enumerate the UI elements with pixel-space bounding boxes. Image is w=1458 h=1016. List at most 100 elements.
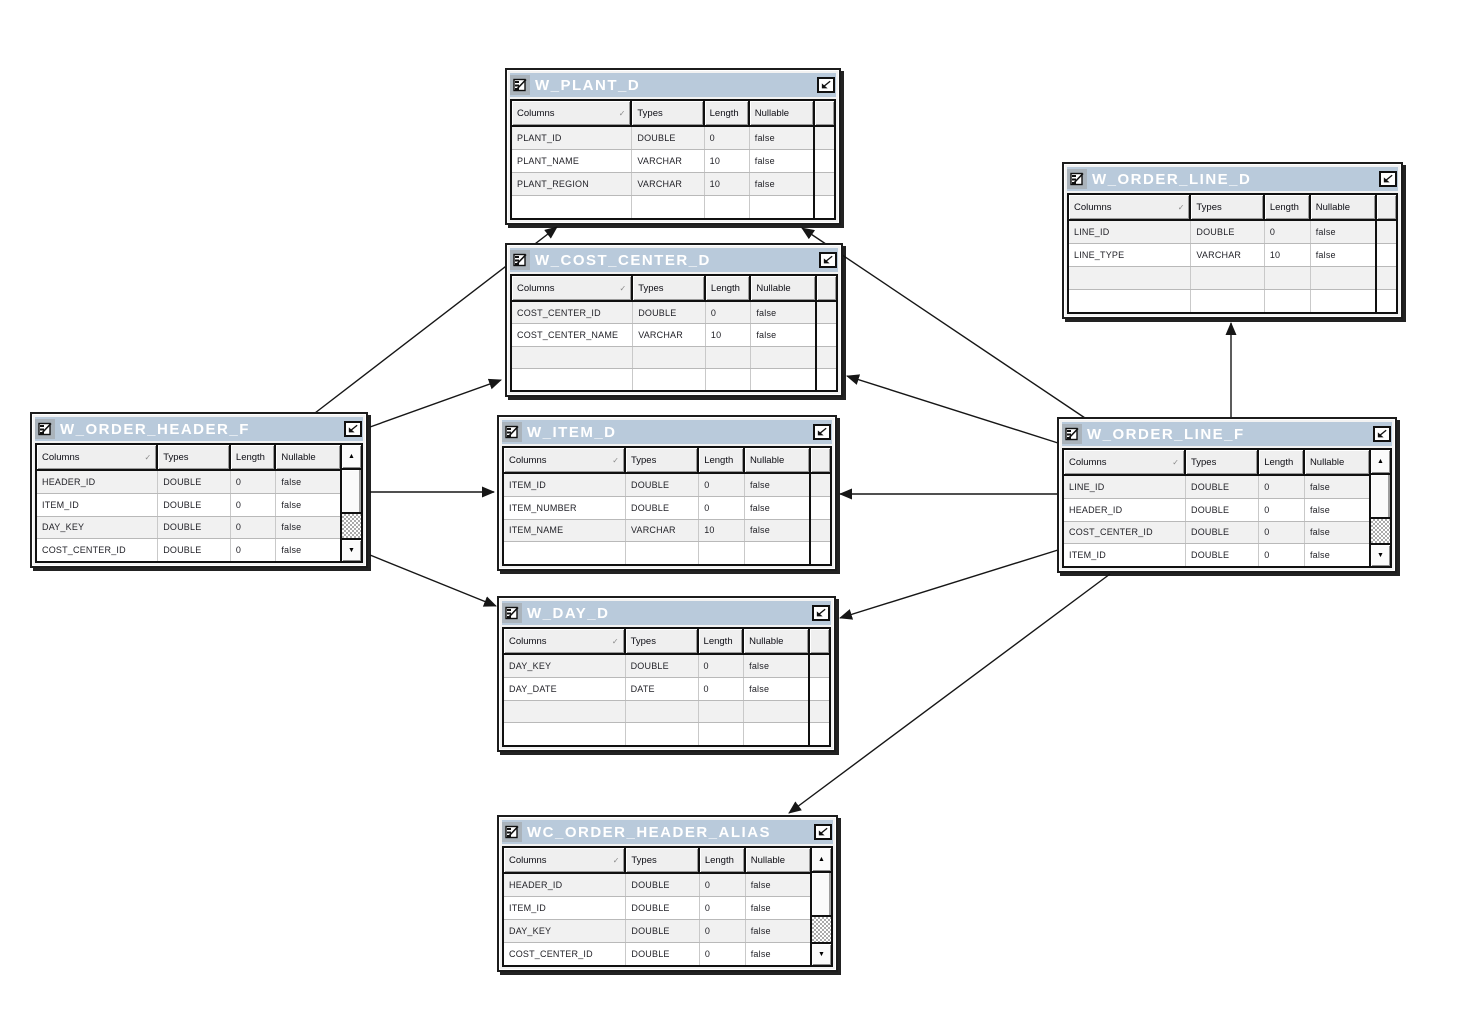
- column-header-nullable[interactable]: Nullable: [745, 848, 810, 872]
- vertical-scrollbar[interactable]: ▲▼: [1369, 450, 1390, 566]
- restore-button[interactable]: [819, 252, 837, 268]
- table-titlebar[interactable]: W_PLANT_D: [510, 73, 836, 97]
- restore-button[interactable]: [812, 605, 830, 621]
- column-header-nullable[interactable]: Nullable: [751, 276, 815, 300]
- column-header-types[interactable]: Types: [625, 629, 699, 653]
- nullable-cell: false: [1315, 227, 1336, 237]
- column-header-length[interactable]: Length: [699, 848, 746, 872]
- scroll-down-button[interactable]: ▼: [1371, 543, 1390, 566]
- scrollbar-thumb[interactable]: [342, 470, 361, 514]
- scroll-up-button[interactable]: ▲: [1371, 450, 1390, 475]
- column-header-length[interactable]: Length: [704, 101, 750, 125]
- length-cell: 0: [231, 493, 277, 516]
- scrollbar-thumb[interactable]: [812, 873, 831, 917]
- column-header-types[interactable]: Types: [1191, 195, 1265, 219]
- scroll-up-button[interactable]: ▲: [812, 848, 831, 873]
- table-titlebar[interactable]: W_ORDER_LINE_D: [1067, 167, 1398, 191]
- scrollbar-track[interactable]: [342, 514, 361, 538]
- scroll-down-button[interactable]: ▼: [812, 942, 831, 965]
- column-header-columns[interactable]: Columns✓: [512, 276, 634, 300]
- column-header-nullable[interactable]: Nullable: [749, 101, 813, 125]
- column-header-columns[interactable]: Columns✓: [37, 445, 159, 469]
- column-header-columns[interactable]: Columns✓: [1064, 450, 1186, 474]
- column-header-types[interactable]: Types: [626, 448, 700, 472]
- table-titlebar[interactable]: W_ORDER_HEADER_F: [35, 417, 363, 441]
- column-header-nullable[interactable]: Nullable: [1304, 450, 1369, 474]
- column-header-types[interactable]: Types: [626, 848, 700, 872]
- restore-button[interactable]: [344, 421, 362, 437]
- column-header-nullable[interactable]: Nullable: [744, 448, 809, 472]
- column-header-columns[interactable]: Columns✓: [504, 629, 626, 653]
- column-header-length[interactable]: Length: [698, 629, 745, 653]
- restore-button[interactable]: [817, 77, 835, 93]
- column-header-length[interactable]: Length: [1259, 450, 1305, 474]
- column-header-length[interactable]: Length: [230, 445, 277, 469]
- column-header-length[interactable]: Length: [705, 276, 752, 300]
- column-header-nullable[interactable]: Nullable: [1310, 195, 1375, 219]
- column-header-types[interactable]: Types: [633, 276, 706, 300]
- scrollbar-track[interactable]: [812, 917, 831, 942]
- column-header-columns[interactable]: Columns✓: [504, 448, 626, 472]
- column-header-length[interactable]: Length: [699, 448, 745, 472]
- column-header-nullable[interactable]: Nullable: [276, 445, 340, 469]
- table-icon: [510, 250, 530, 270]
- scroll-down-button[interactable]: ▼: [342, 538, 361, 561]
- table-titlebar[interactable]: W_ORDER_LINE_F: [1062, 422, 1392, 446]
- restore-button[interactable]: [813, 424, 831, 440]
- restore-button[interactable]: [1373, 426, 1391, 442]
- table-titlebar[interactable]: WC_ORDER_HEADER_ALIAS: [502, 820, 833, 844]
- restore-button[interactable]: [814, 824, 832, 840]
- restore-button[interactable]: [1379, 171, 1397, 187]
- table-titlebar[interactable]: W_DAY_D: [502, 601, 831, 625]
- column-header-length[interactable]: Length: [1264, 195, 1311, 219]
- scroll-up-button[interactable]: ▲: [342, 445, 361, 470]
- column-header-columns[interactable]: Columns✓: [1069, 195, 1192, 219]
- table-titlebar[interactable]: W_COST_CENTER_D: [510, 248, 838, 272]
- vertical-scrollbar[interactable]: ▲▼: [810, 848, 831, 965]
- column-header-columns[interactable]: Columns✓: [504, 848, 627, 872]
- scrollbar-thumb[interactable]: [1371, 475, 1390, 519]
- table-titlebar[interactable]: W_ITEM_D: [502, 420, 832, 444]
- nullable-cell: false: [281, 499, 302, 510]
- column-header-types[interactable]: Types: [632, 101, 705, 125]
- column-header-types[interactable]: Types: [158, 445, 231, 469]
- column-header-columns[interactable]: Columns✓: [512, 101, 633, 125]
- column-header-types[interactable]: Types: [1186, 450, 1260, 474]
- vertical-scrollbar[interactable]: ▲▼: [340, 445, 361, 561]
- spare-column-header: [1377, 195, 1396, 221]
- scrollbar-track[interactable]: [1371, 519, 1390, 543]
- column-header-nullable[interactable]: Nullable: [744, 629, 808, 653]
